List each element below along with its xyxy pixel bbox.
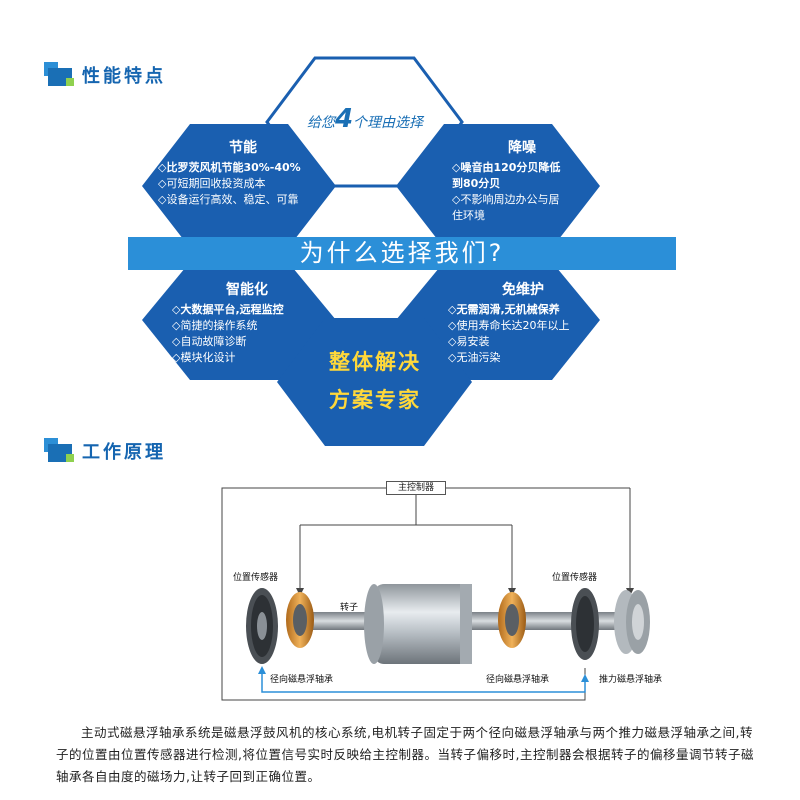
reasons-heading: 给您4个理由选择 (306, 104, 424, 134)
feedback-lines (261, 668, 586, 693)
smart-item: ◇模块化设计 (172, 351, 236, 364)
maintenance-item: ◇易安装 (448, 335, 490, 348)
smart-hex-text: 智能化 ◇大数据平台,远程监控 ◇简捷的操作系统 ◇自动故障诊断 ◇模块化设计 (172, 282, 322, 366)
rotor-label: 转子 (340, 603, 359, 613)
noise-title: 降噪 (508, 140, 536, 156)
features-section-title: 性能特点 (44, 60, 166, 90)
why-us-banner (128, 237, 676, 270)
hex-smart (142, 262, 336, 380)
section-logo-icon (44, 438, 74, 464)
maintenance-item: ◇使用寿命长达20年以上 (448, 319, 570, 332)
noise-item: 到80分贝 (452, 177, 501, 190)
energy-item: ◇比罗茨风机节能30%-40% (158, 161, 301, 174)
principle-section-title: 工作原理 (44, 436, 166, 466)
left-radial-label: 径向磁悬浮轴承 (270, 675, 334, 685)
right-sensor-label: 位置传感器 (552, 573, 598, 583)
hex-noise (396, 124, 600, 248)
feedback-arrow-icon (581, 674, 589, 682)
energy-item: ◇可短期回收投资成本 (158, 177, 266, 190)
noise-item: ◇不影响周边办公与居 (452, 193, 560, 206)
energy-hex-text: 节能 ◇比罗茨风机节能30%-40% ◇可短期回收投资成本 ◇设备运行高效、稳定… (158, 140, 328, 208)
main-controller-box: 主控制器 (386, 481, 446, 495)
maintenance-hex-text: 免维护 ◇无需润滑,无机械保养 ◇使用寿命长达20年以上 ◇易安装 ◇无油污染 (448, 282, 598, 366)
energy-title: 节能 (229, 140, 257, 156)
energy-item: ◇设备运行高效、稳定、可靠 (158, 193, 299, 206)
maintenance-item: ◇无需润滑,无机械保养 (448, 303, 560, 316)
why-us-banner-text: 为什么选择我们? (299, 239, 505, 267)
right-radial-label: 径向磁悬浮轴承 (486, 675, 550, 685)
maintenance-item: ◇无油污染 (448, 351, 501, 364)
noise-item: 住环境 (452, 209, 485, 222)
maintenance-title: 免维护 (502, 282, 544, 298)
smart-item: ◇自动故障诊断 (172, 335, 247, 348)
hex-energy (142, 124, 336, 248)
smart-title: 智能化 (226, 282, 268, 298)
rotor-body (374, 584, 470, 664)
left-sensor-label: 位置传感器 (233, 573, 279, 583)
noise-hex-text: 降噪 ◇噪音由120分贝降低 到80分贝 ◇不影响周边办公与居 住环境 (452, 140, 592, 224)
principle-description: 主动式磁悬浮轴承系统是磁悬浮鼓风机的核心系统,电机转子固定于两个径向磁悬浮轴承与… (56, 725, 754, 784)
thrust-label: 推力磁悬浮轴承 (599, 675, 663, 685)
feedback-arrow-icon (258, 666, 266, 674)
principle-title-text: 工作原理 (82, 442, 166, 463)
noise-item: ◇噪音由120分贝降低 (452, 161, 561, 174)
section-logo-icon (44, 62, 74, 88)
smart-item: ◇简捷的操作系统 (172, 319, 258, 332)
hex-center-bottom (277, 318, 472, 446)
smart-item: ◇大数据平台,远程监控 (172, 303, 284, 316)
solution-line1: 整体解决 (329, 350, 421, 374)
solution-line2: 方案专家 (329, 388, 421, 412)
features-title-text: 性能特点 (82, 66, 166, 87)
